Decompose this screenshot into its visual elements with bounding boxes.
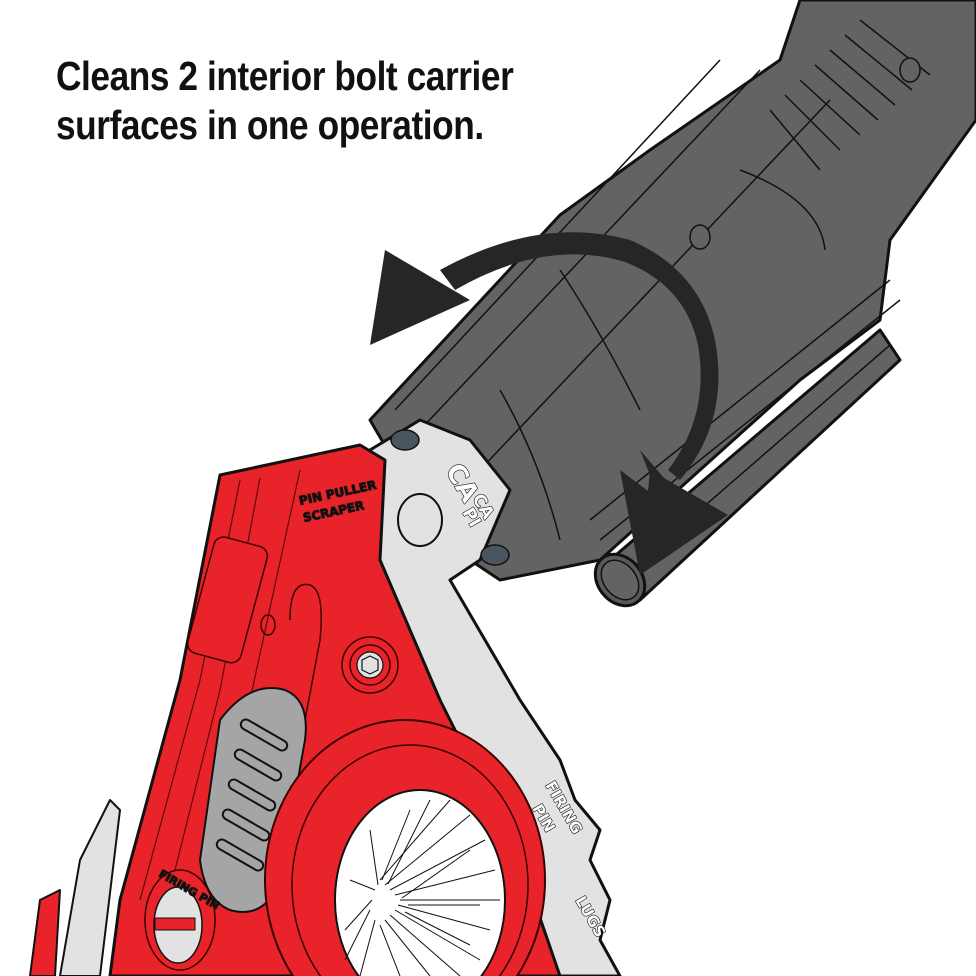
caption-line-2: surfaces in one operation.	[56, 102, 484, 148]
rotation-arrow-icon	[370, 232, 728, 575]
brush-bristles	[344, 799, 500, 976]
caption: Cleans 2 interior bolt carrier surfaces …	[56, 52, 514, 150]
caption-line-1: Cleans 2 interior bolt carrier	[56, 53, 514, 99]
red-tool-body: PIN PULLER SCRAPER FIRING PIN	[29, 443, 562, 976]
scraper-blade: CA CA PI FIRING PIN LUGS	[358, 418, 622, 976]
